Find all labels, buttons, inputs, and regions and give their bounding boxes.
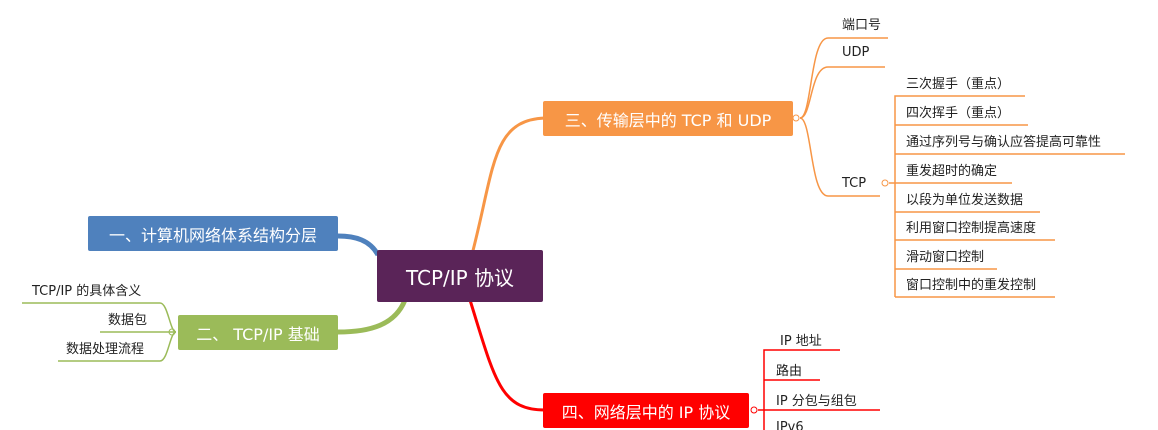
central-topic-label: TCP/IP 协议 bbox=[405, 265, 515, 290]
branch-basics[interactable]: 二、 TCP/IP 基础 bbox=[178, 315, 338, 350]
transport-child-udp[interactable]: UDP bbox=[842, 45, 870, 60]
collapse-dot-network[interactable] bbox=[750, 406, 758, 414]
basics-child-packet[interactable]: 数据包 bbox=[108, 313, 148, 328]
tcp-item-segment[interactable]: 以段为单位发送数据 bbox=[906, 193, 1024, 208]
branch-network-label: 四、网络层中的 IP 协议 bbox=[561, 402, 731, 422]
branch-network[interactable]: 四、网络层中的 IP 协议 bbox=[543, 393, 749, 428]
tcp-item-window-speed[interactable]: 利用窗口控制提高速度 bbox=[906, 221, 1037, 236]
transport-child-tcp[interactable]: TCP bbox=[842, 176, 867, 191]
central-topic[interactable]: TCP/IP 协议 bbox=[377, 250, 543, 302]
link-transport-udp bbox=[799, 66, 885, 119]
network-child-routing[interactable]: 路由 bbox=[776, 364, 803, 379]
link-basics-flow bbox=[58, 331, 177, 362]
collapse-dot-tcp[interactable] bbox=[881, 179, 889, 187]
tcp-item-wave[interactable]: 四次挥手（重点） bbox=[906, 106, 1011, 121]
branch-transport[interactable]: 三、传输层中的 TCP 和 UDP bbox=[543, 101, 793, 136]
link-transport-port bbox=[799, 37, 888, 119]
branch-layers-label: 一、计算机网络体系结构分层 bbox=[108, 225, 317, 245]
basics-child-meaning[interactable]: TCP/IP 的具体含义 bbox=[32, 284, 142, 299]
link-central-transport bbox=[468, 116, 546, 263]
tcp-item-handshake[interactable]: 三次握手（重点） bbox=[906, 77, 1011, 92]
link-basics-meaning bbox=[22, 302, 177, 333]
transport-child-port[interactable]: 端口号 bbox=[842, 18, 882, 33]
branch-transport-label: 三、传输层中的 TCP 和 UDP bbox=[564, 110, 772, 130]
tcp-item-window-retransmit[interactable]: 窗口控制中的重发控制 bbox=[906, 278, 1037, 293]
branch-basics-label: 二、 TCP/IP 基础 bbox=[196, 324, 320, 344]
link-central-layers bbox=[337, 233, 381, 257]
collapse-dot-transport[interactable] bbox=[792, 114, 800, 122]
basics-child-flow[interactable]: 数据处理流程 bbox=[66, 342, 145, 357]
network-child-fragment[interactable]: IP 分包与组包 bbox=[776, 394, 857, 409]
link-central-network bbox=[468, 299, 546, 412]
link-tcp-1 bbox=[889, 95, 1025, 184]
branch-layers[interactable]: 一、计算机网络体系结构分层 bbox=[88, 216, 338, 251]
tcp-item-sliding-window[interactable]: 滑动窗口控制 bbox=[906, 250, 985, 265]
tcp-item-timeout[interactable]: 重发超时的确定 bbox=[906, 164, 998, 179]
network-child-ipv6[interactable]: IPv6 bbox=[776, 420, 804, 430]
network-child-ip-address[interactable]: IP 地址 bbox=[780, 334, 822, 349]
tcp-item-seq-ack[interactable]: 通过序列号与确认应答提高可靠性 bbox=[906, 135, 1102, 150]
link-central-basics bbox=[337, 298, 408, 335]
link-transport-tcp bbox=[799, 117, 880, 197]
